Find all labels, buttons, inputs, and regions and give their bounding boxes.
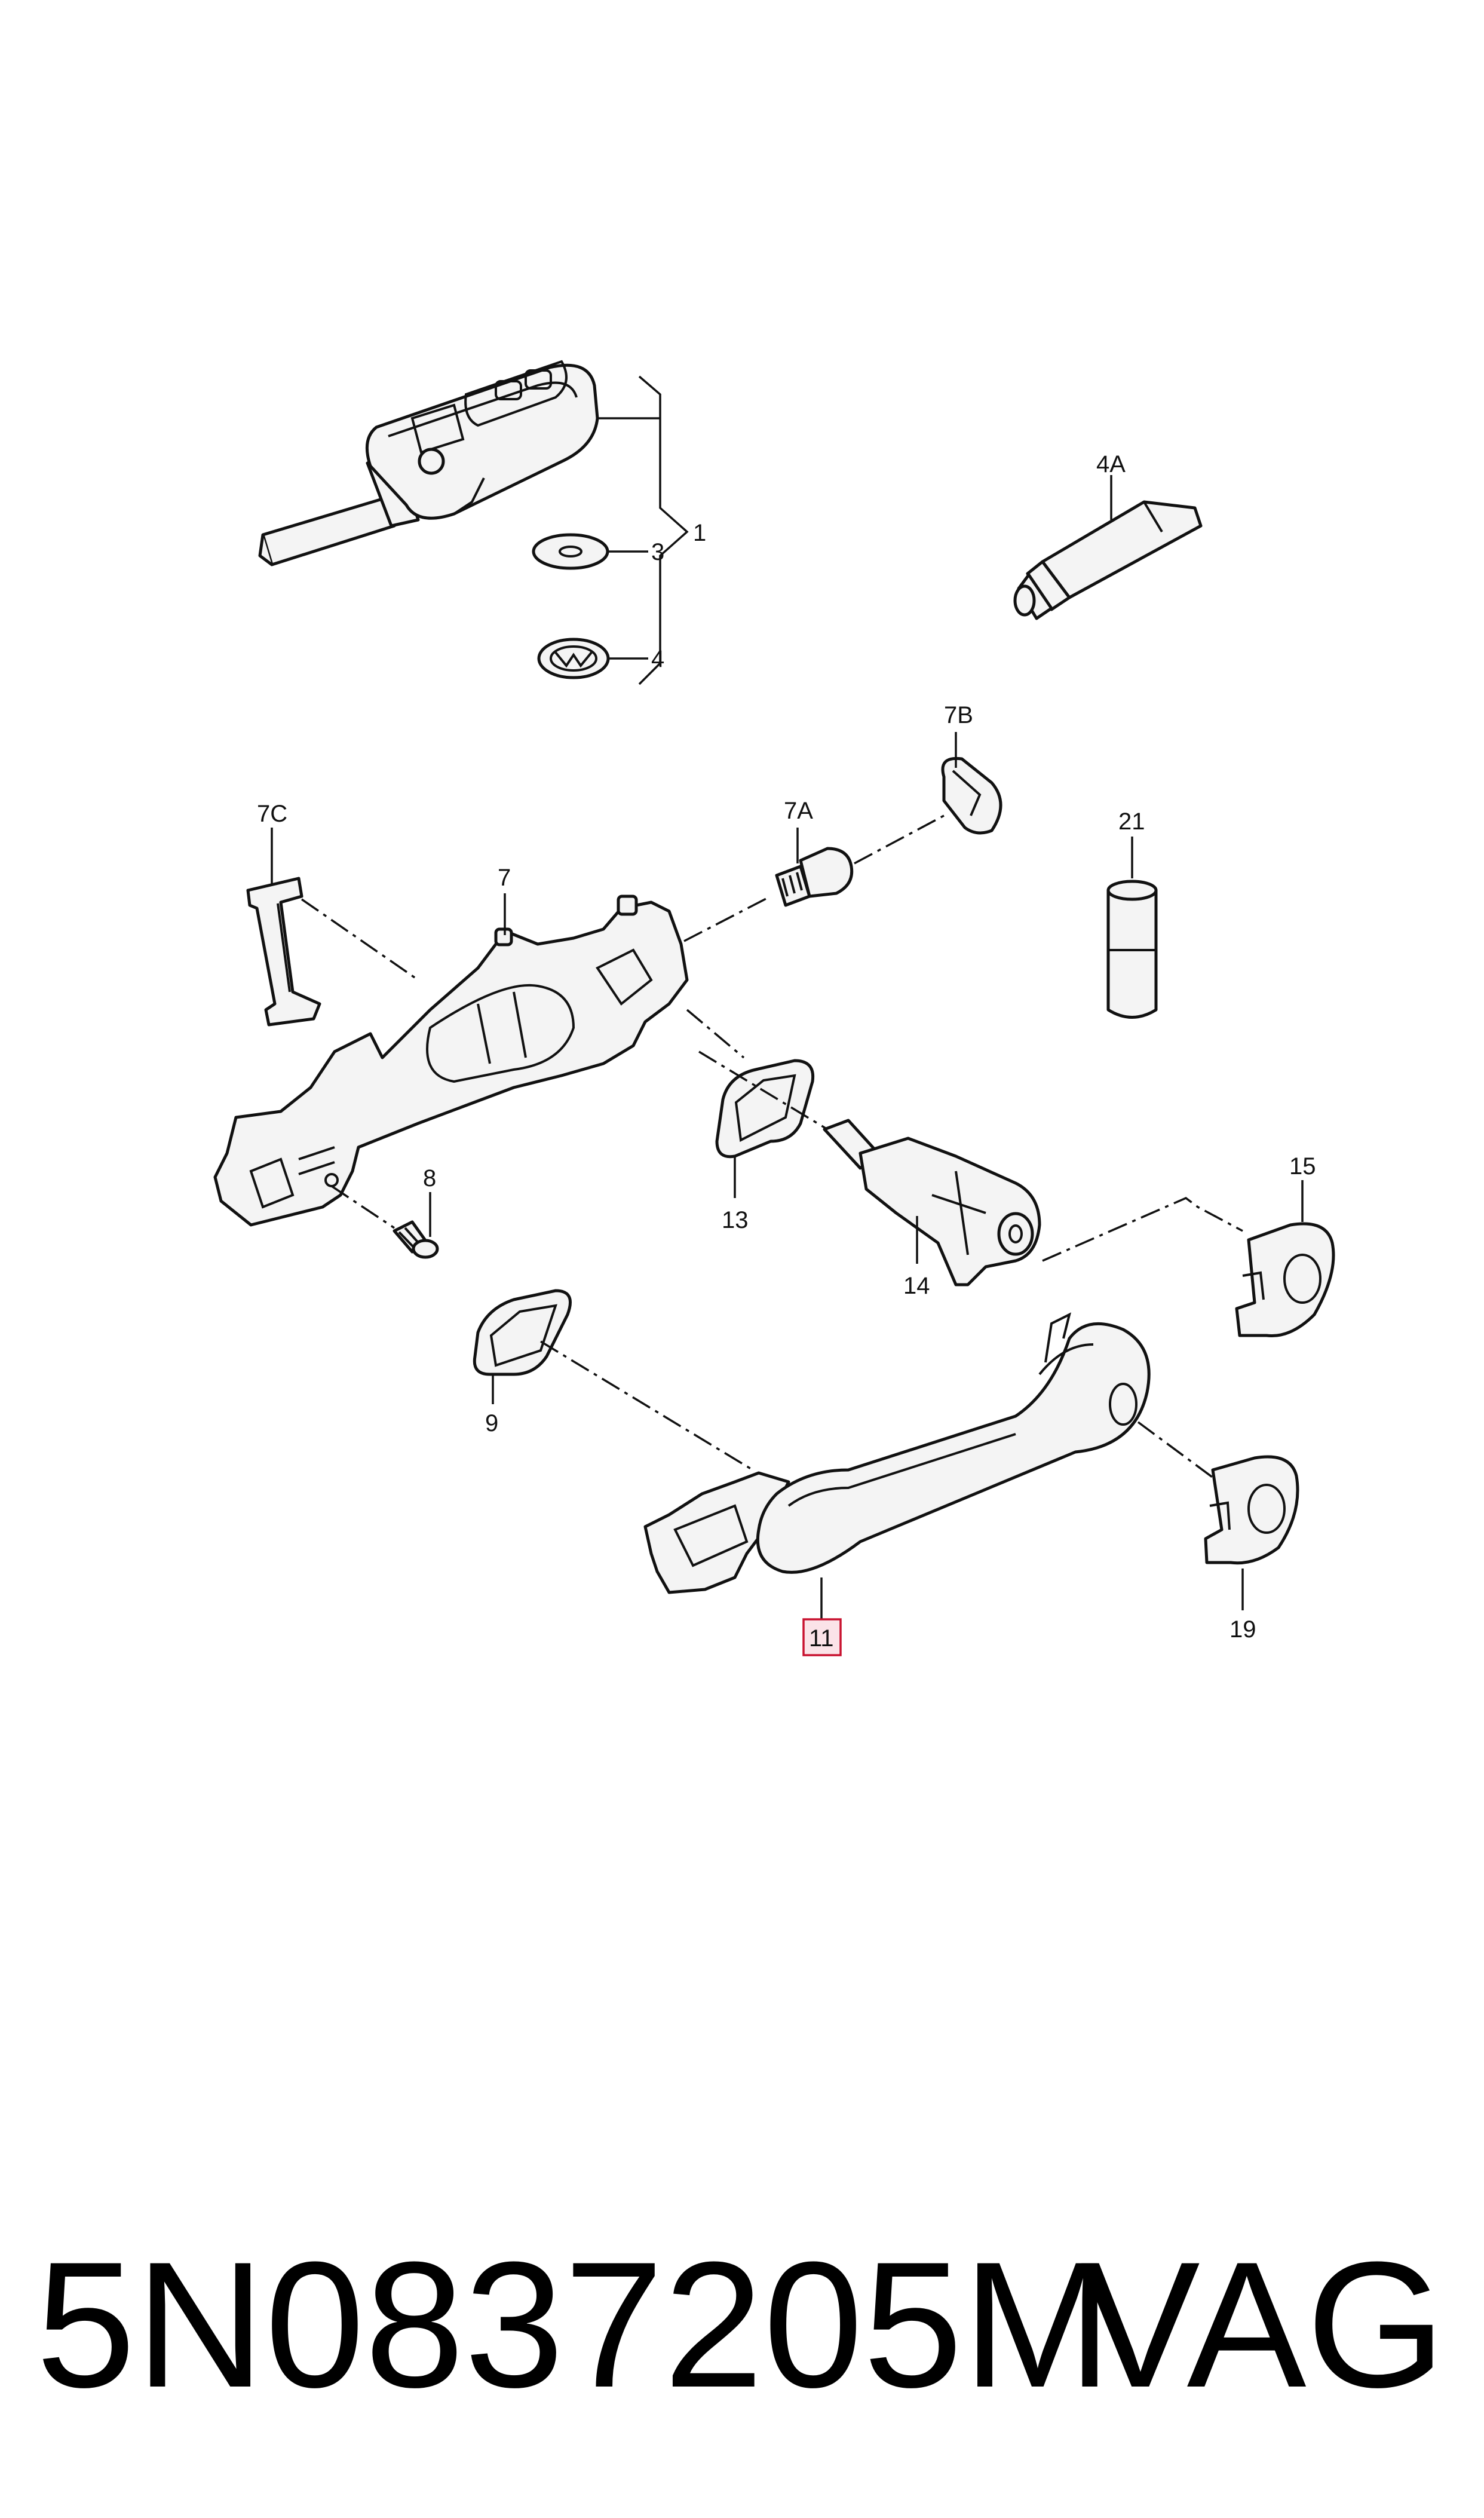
bolt-part-7a — [775, 847, 854, 907]
assembly-line-11-19 — [1137, 1421, 1220, 1483]
callout-label-4: 4 — [651, 646, 664, 672]
callout-label-9: 9 — [485, 1410, 498, 1436]
gasket-part-13 — [715, 1059, 815, 1159]
callout-label-7a: 7A — [784, 798, 813, 824]
callout-label-8: 8 — [423, 1165, 436, 1191]
callout-label-13: 13 — [722, 1207, 749, 1233]
end-cap-part-15 — [1235, 1222, 1335, 1338]
group-bracket-1 — [638, 375, 689, 685]
callout-label-19: 19 — [1229, 1616, 1256, 1643]
assembly-line-7c — [301, 898, 419, 981]
grease-tube-part-4a — [1013, 500, 1203, 620]
brand-name: VAG — [1080, 2224, 1446, 2425]
assembly-line-9-11 — [540, 1340, 753, 1471]
callout-label-11: 11 — [809, 1625, 834, 1652]
callout-label-3: 3 — [651, 539, 664, 565]
carrier-frame-part-7 — [213, 895, 689, 1227]
callout-label-4a: 4A — [1096, 451, 1126, 477]
emblem-part-4 — [537, 638, 610, 679]
assembly-line-7a-7b — [854, 814, 945, 865]
end-cap-part-19 — [1204, 1455, 1299, 1565]
screw-part-8 — [393, 1220, 439, 1259]
flip-key-part — [258, 360, 599, 566]
assembly-line-7-13 — [686, 1009, 745, 1059]
assembly-line-7-7a — [683, 895, 771, 942]
assembly-line-13-14 — [698, 1050, 828, 1131]
callout-label-7: 7 — [498, 865, 511, 891]
button-cover-part-3 — [532, 533, 609, 570]
callout-label-7b: 7B — [944, 702, 973, 728]
pin-part-21 — [1106, 880, 1158, 1019]
assembly-line-14-15 — [1042, 1196, 1243, 1262]
callout-label-14: 14 — [903, 1273, 930, 1299]
door-handle-part-11 — [643, 1312, 1151, 1594]
highlight-box-11 — [802, 1618, 842, 1656]
assembly-line-8 — [331, 1185, 395, 1229]
clip-part-7c — [246, 877, 321, 1027]
callout-label-7c: 7C — [257, 801, 287, 827]
gasket-part-9 — [473, 1289, 572, 1376]
footer-caption: 5N0837205M VAG — [36, 2223, 1458, 2426]
lock-cylinder-part-14 — [823, 1119, 1041, 1286]
part-number: 5N0837205M — [36, 2224, 1112, 2425]
callout-label-15: 15 — [1289, 1153, 1316, 1180]
cap-part-7b — [941, 756, 1002, 835]
callout-label-21: 21 — [1118, 808, 1145, 835]
callout-label-1: 1 — [693, 520, 706, 546]
